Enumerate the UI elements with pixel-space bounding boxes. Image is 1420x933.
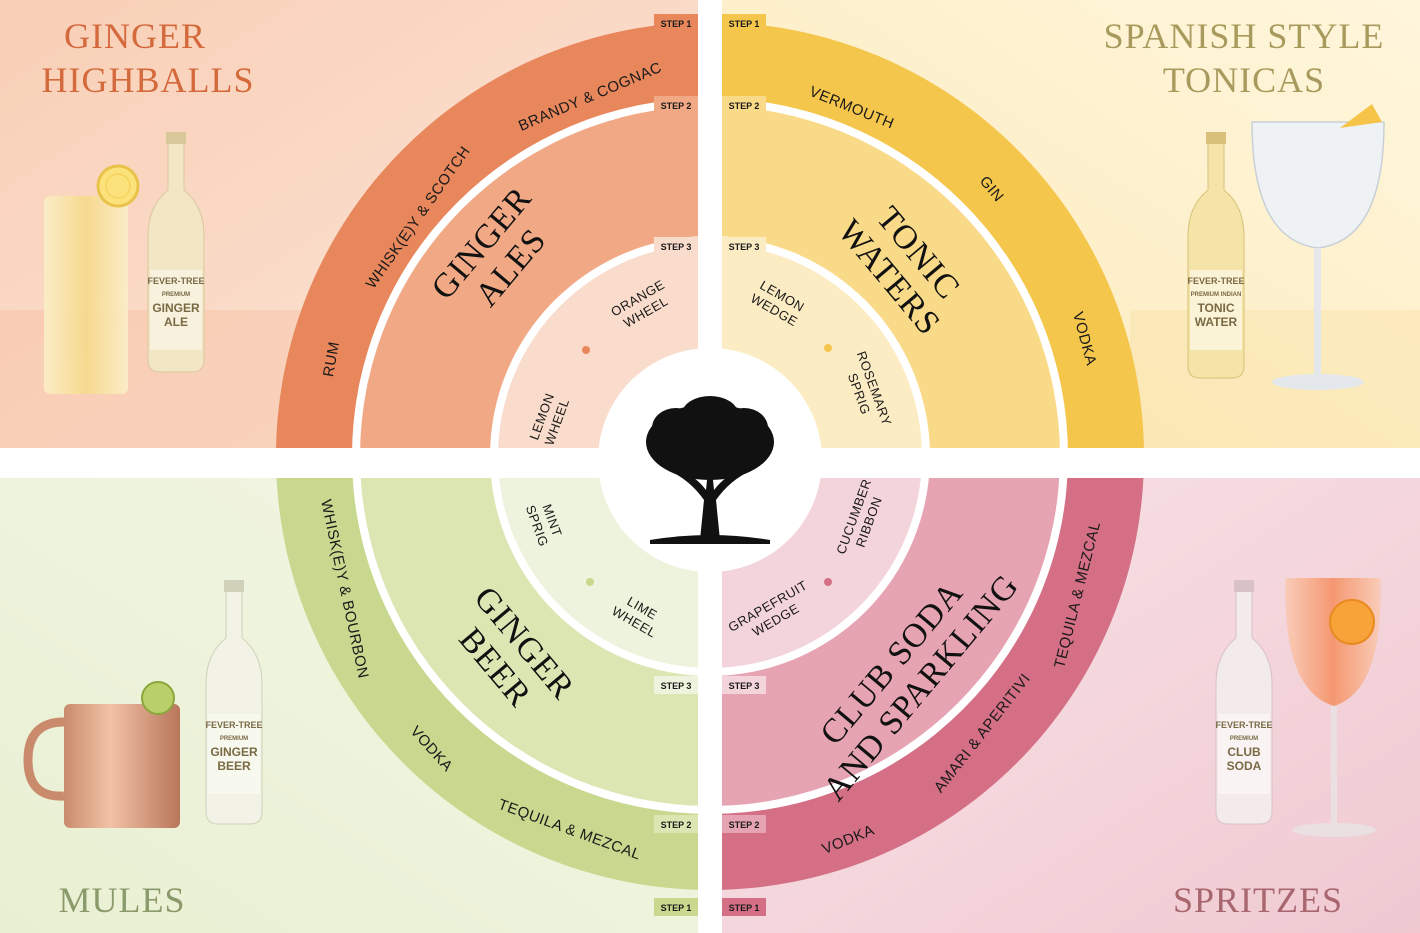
bottle-type2-tr: WATER [1195, 315, 1238, 329]
bottle-brand-br: FEVER-TREE [1215, 720, 1272, 730]
title-ginger-highballs-line1: GINGER [64, 16, 206, 56]
bottle-type2-br: SODA [1227, 759, 1262, 773]
bottle-brand-tr: FEVER-TREE [1187, 276, 1244, 286]
step1-label-tr: STEP 1 [729, 19, 760, 29]
corner-titles: GINGER HIGHBALLS SPANISH STYLE TONICAS M… [42, 16, 1385, 920]
ginger-ale-bottle-image: FEVER-TREE PREMIUM GINGER ALE [147, 132, 205, 373]
garnish-dot-bl [586, 578, 594, 586]
spritz-glass-image [1285, 578, 1381, 837]
bottle-type1-bl: GINGER [210, 745, 258, 759]
garnish-dot-tr [824, 344, 832, 352]
bottle-brand-tl: FEVER-TREE [147, 276, 204, 286]
step2-label-tl: STEP 2 [661, 101, 692, 111]
title-spritzes: SPRITZES [1173, 880, 1343, 920]
copper-mug-image [23, 681, 180, 828]
bottle-type1-tl: GINGER [152, 301, 200, 315]
bottle-type2-tl: ALE [164, 315, 188, 329]
bottle-type2-bl: BEER [217, 759, 251, 773]
step3-label-tl: STEP 3 [661, 242, 692, 252]
step-tabs: STEP 1 STEP 2 STEP 3 STEP 1 STEP 2 STEP … [654, 14, 766, 916]
step3-label-br: STEP 3 [729, 681, 760, 691]
copa-glass-image [1251, 104, 1385, 390]
step1-label-br: STEP 1 [729, 903, 760, 913]
club-soda-bottle-image: FEVER-TREE PREMIUM CLUB SODA [1215, 580, 1273, 825]
step1-label-bl: STEP 1 [661, 903, 692, 913]
bottle-premium-tl: PREMIUM [162, 292, 190, 298]
highball-glass-image [44, 164, 140, 394]
step1-label-tl: STEP 1 [661, 19, 692, 29]
step2-label-tr: STEP 2 [729, 101, 760, 111]
bottle-premium-br: PREMIUM [1230, 736, 1258, 742]
bottle-brand-bl: FEVER-TREE [205, 720, 262, 730]
step2-label-bl: STEP 2 [661, 820, 692, 830]
garnish-dot-tl [582, 346, 590, 354]
tree-logo-icon [646, 396, 774, 544]
title-mules: MULES [58, 880, 185, 920]
step2-label-br: STEP 2 [729, 820, 760, 830]
bottle-premium-bl: PREMIUM [220, 736, 248, 742]
bottle-premium-tr: PREMIUM INDIAN [1191, 292, 1242, 298]
ring-bottom-left [276, 456, 710, 890]
bottle-type1-br: CLUB [1227, 745, 1261, 759]
ginger-beer-bottle-image: FEVER-TREE PREMIUM GINGER BEER [205, 580, 263, 825]
step3-label-bl: STEP 3 [661, 681, 692, 691]
title-spanish-style-line2: TONICAS [1163, 60, 1325, 100]
tonic-water-bottle-image: FEVER-TREE PREMIUM INDIAN TONIC WATER [1187, 132, 1245, 379]
title-spanish-style-line1: SPANISH STYLE [1104, 16, 1385, 56]
garnish-dot-br [824, 578, 832, 586]
spirit-rum: RUM [320, 340, 343, 378]
step3-label-tr: STEP 3 [729, 242, 760, 252]
title-ginger-highballs-line2: HIGHBALLS [42, 60, 255, 100]
bottle-type1-tr: TONIC [1197, 301, 1234, 315]
